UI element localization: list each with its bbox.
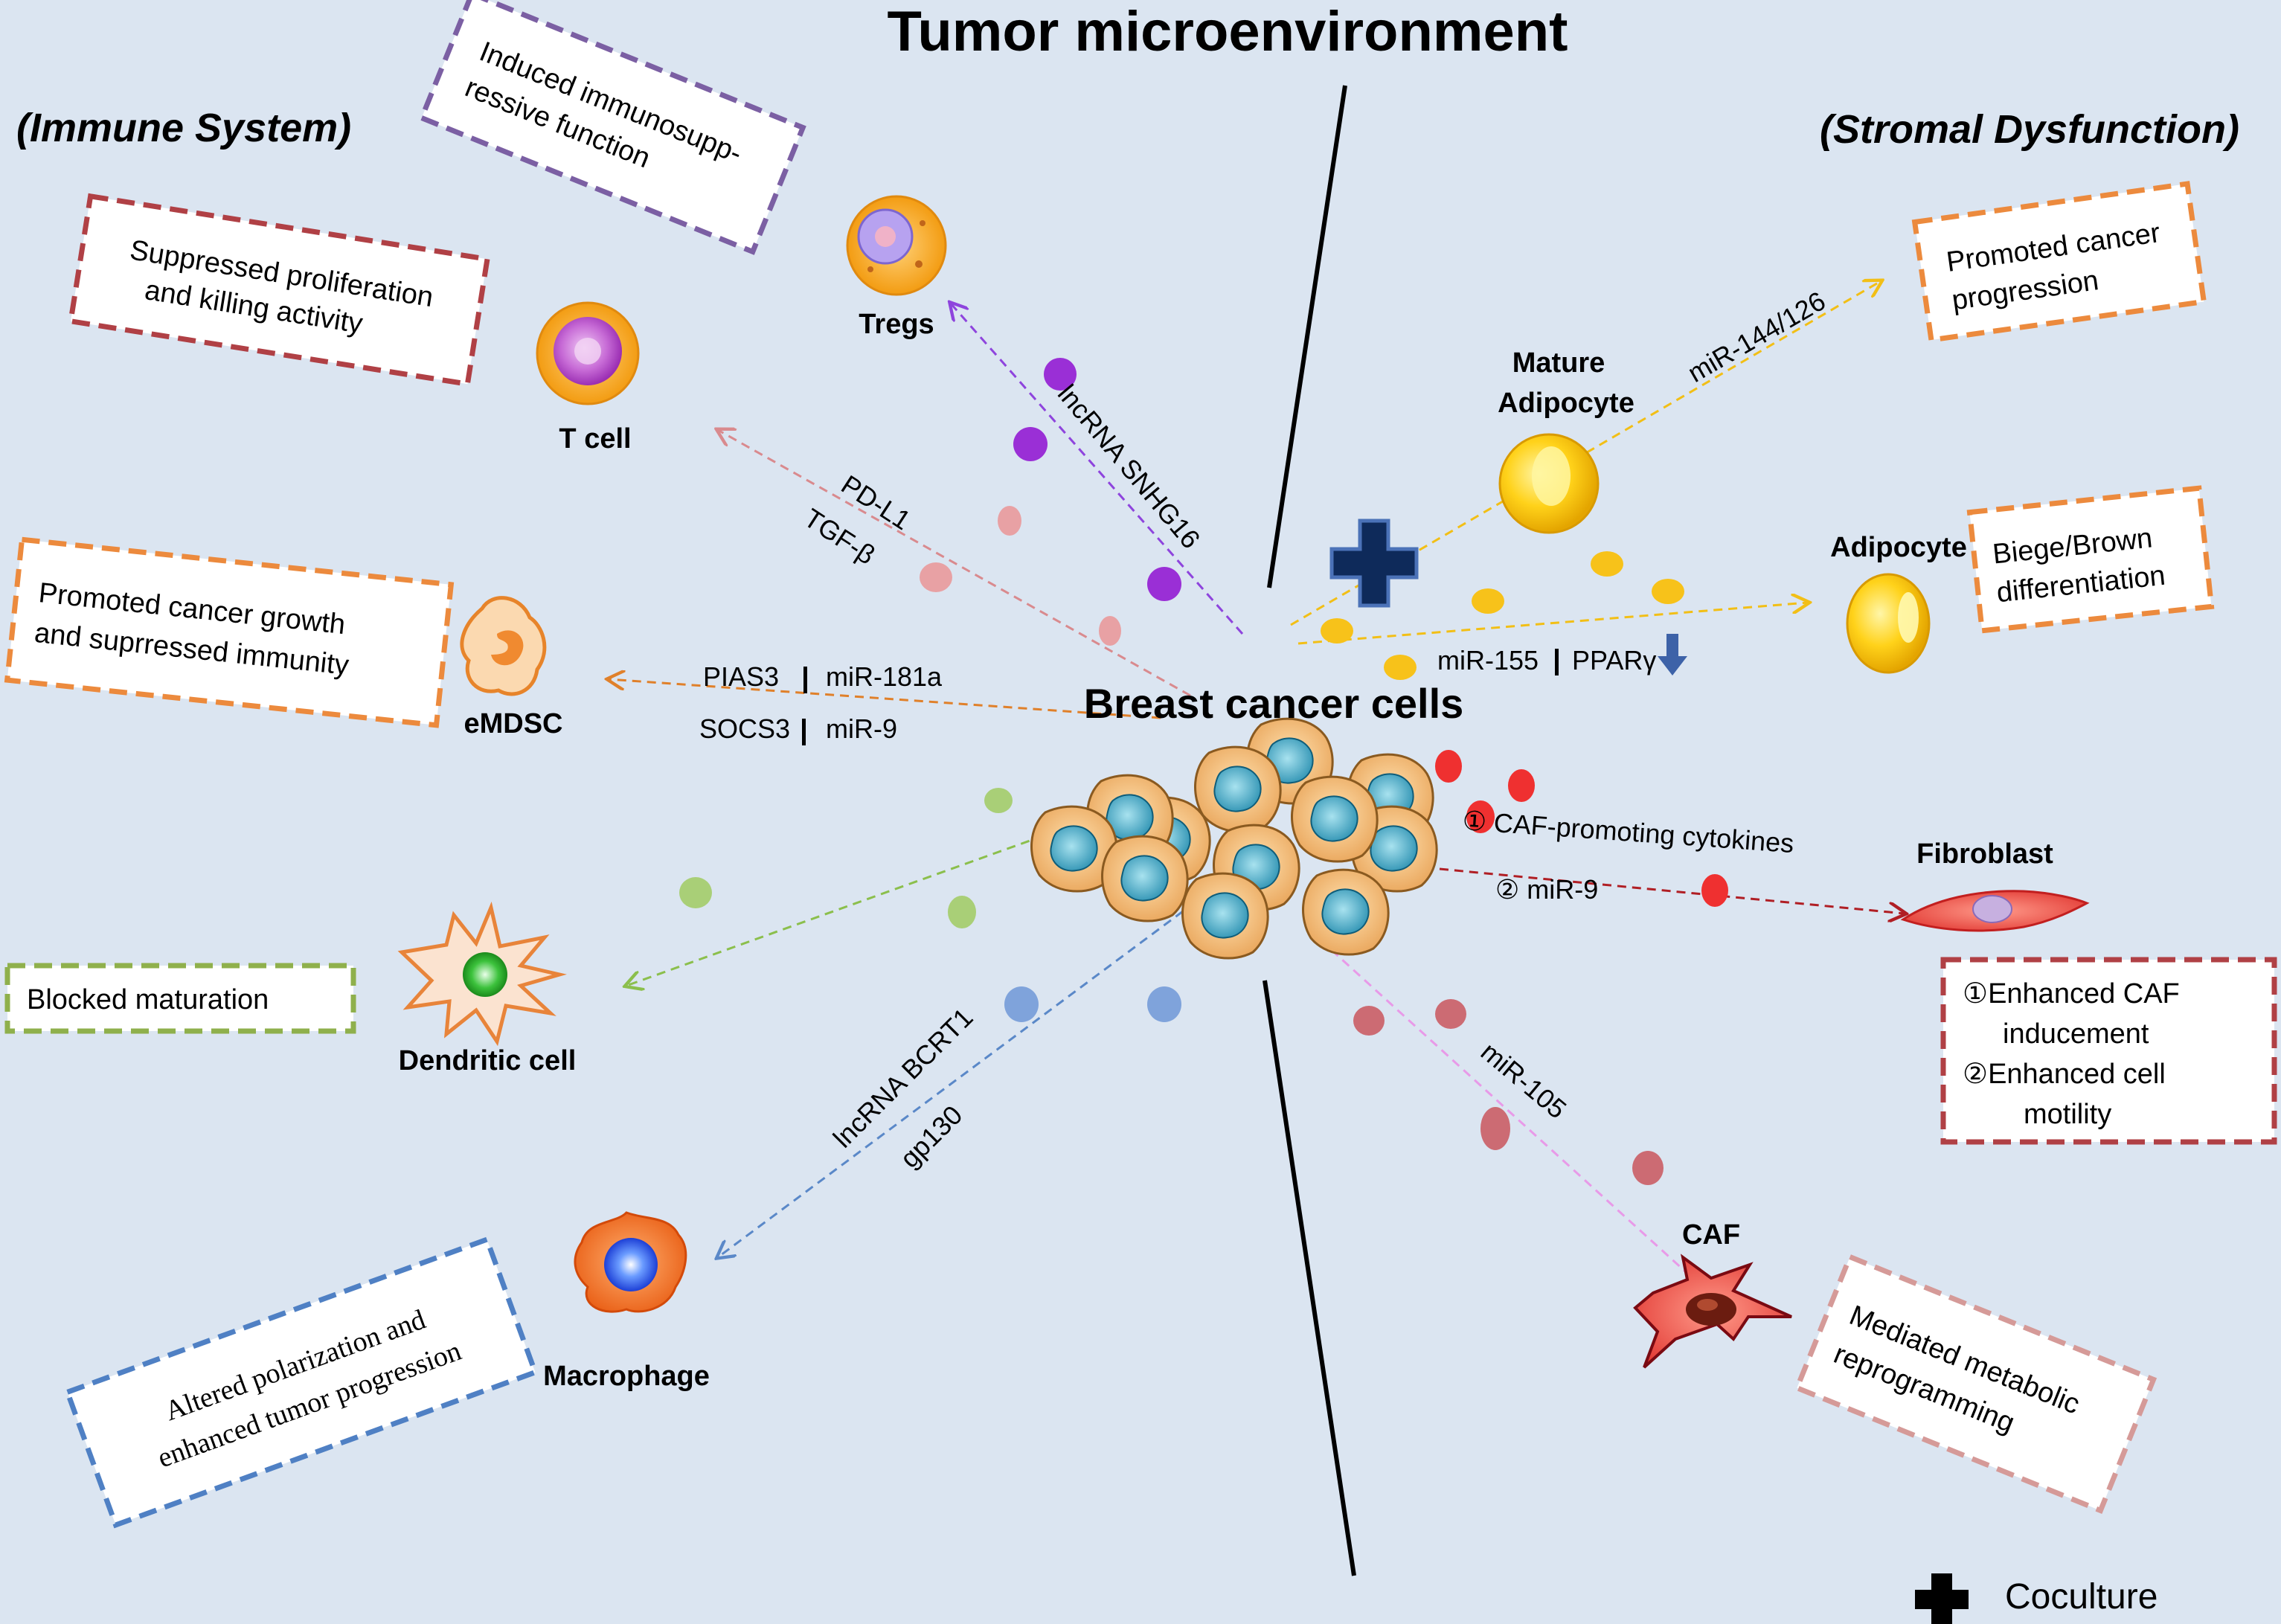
immune-system-heading: (Immune System): [16, 106, 351, 150]
cancer-cell: [1181, 872, 1269, 960]
legend-coculture-label: Coculture: [2005, 1577, 2158, 1617]
arrow-to-promoted-cancer-progression: [1290, 281, 1881, 626]
tcell-label: T cell: [559, 423, 631, 455]
label-mir-9-fibroblast: ② miR-9: [1495, 874, 1598, 905]
label-mir-9-emdsc: miR-9: [826, 713, 897, 744]
mature-adipocyte-label-line2: Adipocyte: [1498, 388, 1634, 419]
box-biege-brown-differentiation: Biege/Brown differentiation: [1966, 485, 2215, 634]
box-promoted-cancer-progression: Promoted cancer progression: [1911, 181, 2207, 343]
caf-icon: [1633, 1254, 1792, 1369]
cancer-cell: [1030, 805, 1118, 893]
fibroblast-icon: [1900, 890, 2090, 932]
tcell-icon: [536, 301, 640, 405]
inhibit-bar-pias3: [803, 667, 807, 693]
caf-vesicles: [1353, 999, 1664, 1185]
dendritic-cell-label: Dendritic cell: [399, 1045, 577, 1076]
tregs-vesicles: [1013, 358, 1181, 601]
cancer-cell: [1302, 868, 1390, 956]
arrow-to-caf: [1308, 928, 1694, 1280]
arrow-to-tcell: [718, 430, 1191, 697]
label-mir-181a: miR-181a: [826, 661, 943, 692]
legend-plus-icon: [1915, 1573, 1969, 1624]
inhibit-bar-socs3: [802, 719, 806, 745]
fibroblast-label: Fibroblast: [1916, 838, 2053, 870]
emdsc-label: eMDSC: [463, 708, 562, 739]
arrow-to-adipocyte: [1297, 603, 1808, 645]
breast-cancer-cells-label: Breast cancer cells: [1084, 680, 1464, 727]
diagram-title: Tumor microenvironment: [888, 0, 1568, 63]
divider-top: [1267, 85, 1347, 588]
box-blocked-maturation: Blocked maturation: [4, 963, 356, 1034]
mature-adipocyte-icon: [1498, 433, 1600, 534]
breast-cancer-cell-cluster: [1030, 717, 1438, 960]
adipocyte-label: Adipocyte: [1830, 532, 1967, 563]
box-suppressed-proliferation: Suppressed proliferation and killing act…: [68, 193, 490, 388]
macrophage-vesicles: [1004, 986, 1181, 1022]
outcome-fibroblast-line1: ①Enhanced CAF: [1963, 978, 2180, 1010]
label-pias3: PIAS3: [703, 661, 779, 692]
cancer-cell: [1101, 835, 1189, 922]
mature-adipocyte-label-line1: Mature: [1512, 347, 1605, 379]
arrow-to-macrophage: [718, 910, 1184, 1257]
caf-label: CAF: [1682, 1219, 1740, 1251]
dendritic-cell-icon: [397, 901, 567, 1047]
legend: Coculture: [1915, 1573, 2158, 1624]
cancer-cell: [1194, 745, 1282, 833]
adipocyte-icon: [1846, 573, 1931, 674]
macrophage-icon: [574, 1211, 687, 1313]
divider-bottom: [1263, 980, 1356, 1576]
box-induced-immunosuppressive: Induced immunosupp- ressive function: [418, 0, 806, 255]
adipocyte-vesicles: [1321, 551, 1684, 680]
outcome-fibroblast-line2: inducement: [2003, 1018, 2149, 1050]
tregs-label: Tregs: [859, 309, 934, 340]
outcome-fibroblast-line3: ②Enhanced cell: [1963, 1059, 2166, 1090]
inhibit-bar-pparg: [1555, 649, 1559, 675]
arrow-to-fibroblast: [1439, 867, 1905, 914]
tcell-vesicles: [920, 506, 1121, 646]
down-arrow-icon: [1658, 634, 1687, 675]
label-socs3: SOCS3: [699, 713, 790, 744]
outcome-dendritic: Blocked maturation: [27, 984, 269, 1015]
box-mediated-metabolic-reprogramming: Mediated metabolic reprogramming: [1793, 1253, 2158, 1515]
stromal-dysfunction-heading: (Stromal Dysfunction): [1820, 107, 2239, 152]
emdsc-icon: [460, 596, 547, 696]
tregs-cell-icon: [846, 195, 947, 296]
macrophage-label: Macrophage: [543, 1361, 710, 1392]
box-enhanced-caf-inducement: ①Enhanced CAF inducement ②Enhanced cell …: [1940, 957, 2277, 1145]
cancer-cell: [1291, 775, 1379, 863]
arrow-to-emdsc: [609, 679, 1161, 719]
arrow-to-dendritic-cell: [626, 824, 1072, 986]
label-ppar-gamma: PPARγ: [1572, 645, 1656, 675]
box-promoted-cancer-growth: Promoted cancer growth and suprressed im…: [4, 536, 455, 728]
outcome-fibroblast-line4: motility: [2024, 1099, 2111, 1130]
label-mir-155: miR-155: [1437, 645, 1539, 675]
fibroblast-vesicles: [1435, 750, 1728, 907]
coculture-plus-icon: [1329, 519, 1419, 608]
